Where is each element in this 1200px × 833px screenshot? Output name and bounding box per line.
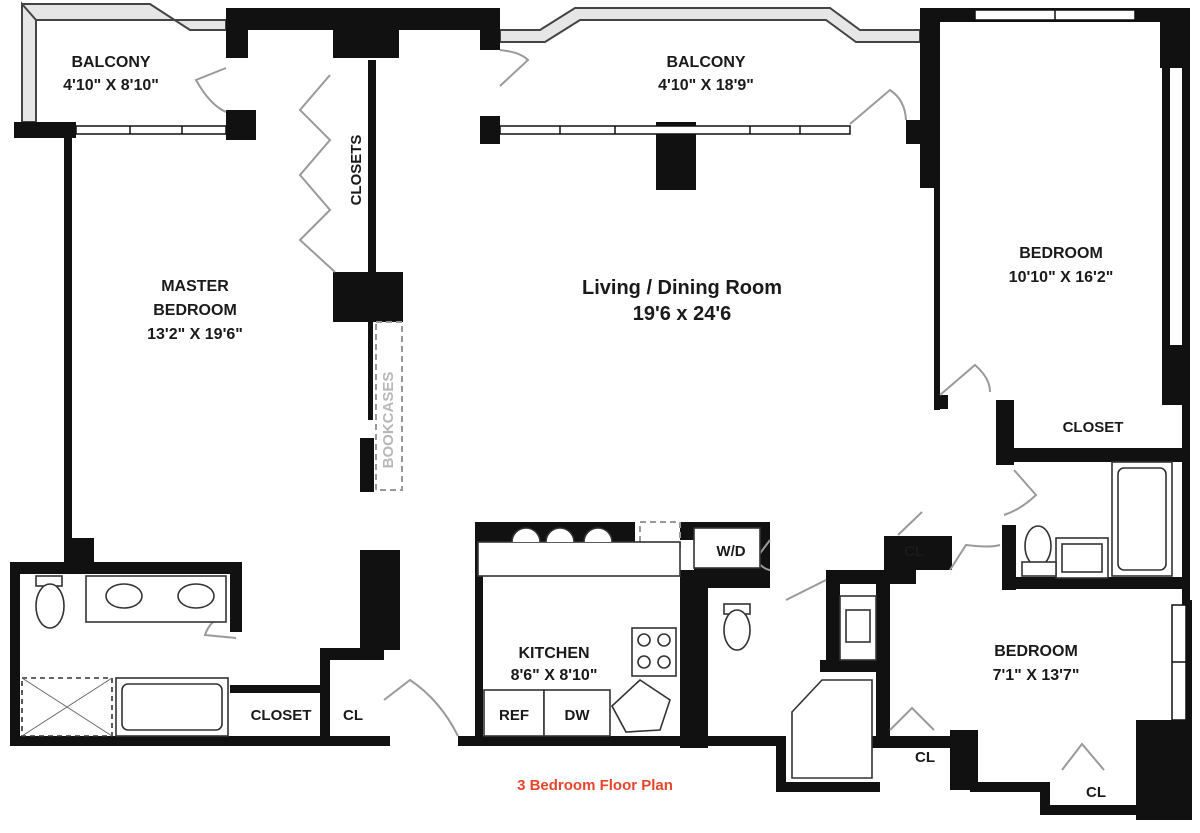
washer-dryer-label: W/D [716, 543, 745, 560]
sink-icon [105, 583, 143, 609]
shower-icon [791, 679, 873, 779]
master-bedroom-line1: MASTER [161, 278, 229, 295]
bedroom-lower-name: BEDROOM [994, 643, 1078, 660]
cl-bed-a-label: CL [915, 749, 935, 766]
bookcases-label: BOOKCASES [380, 372, 397, 469]
closet-master-label: CLOSET [251, 707, 312, 724]
windows [75, 9, 1187, 721]
corner-sink-icon [611, 678, 671, 733]
balcony-right-size: 4'10" X 18'9" [658, 77, 754, 94]
master-bedroom-size: 13'2" X 19'6" [147, 326, 243, 343]
cl-bed-b-label: CL [1086, 784, 1106, 801]
master-bedroom-line2: BEDROOM [153, 302, 237, 319]
hall-bath-fixtures [723, 595, 877, 779]
plan-title: 3 Bedroom Floor Plan [517, 777, 673, 794]
toilet-tank-icon [1021, 561, 1057, 577]
door-swings [194, 49, 1105, 771]
stove-icon [631, 627, 677, 677]
balcony-left-name: BALCONY [71, 54, 150, 71]
closet-right-label: CLOSET [1063, 419, 1124, 436]
fixture-labels: CLOSETS BOOKCASES CLOSET CLOSET CL CL CL… [251, 135, 1124, 801]
bookcase-outline [375, 321, 403, 491]
closets-label: CLOSETS [348, 135, 365, 206]
living-dining-size: 19'6 x 24'6 [633, 303, 732, 325]
master-bath-fixtures [21, 575, 229, 737]
bedroom-bath-fixtures [1021, 461, 1173, 579]
kitchen-fixtures [477, 527, 761, 737]
room-labels: BALCONY 4'10" X 8'10" BALCONY 4'10" X 18… [63, 54, 1113, 684]
refrigerator-label: REF [499, 707, 529, 724]
walls [10, 8, 1192, 820]
kitchen-size: 8'6" X 8'10" [511, 667, 598, 684]
bedroom-right-name: BEDROOM [1019, 245, 1103, 262]
toilet-icon [723, 609, 751, 651]
stool-icon [511, 527, 541, 543]
living-dining-name: Living / Dining Room [582, 277, 782, 299]
dishwasher-label: DW [565, 707, 591, 724]
bedroom-lower-size: 7'1" X 13'7" [993, 667, 1080, 684]
kitchen-name: KITCHEN [518, 645, 589, 662]
balcony-right-name: BALCONY [666, 54, 745, 71]
bedroom-right-size: 10'10" X 16'2" [1009, 269, 1114, 286]
toilet-icon [1024, 525, 1052, 567]
cl-hall-label: CL [904, 543, 924, 560]
cl-master-label: CL [343, 707, 363, 724]
toilet-icon [35, 583, 65, 629]
sink-icon [177, 583, 215, 609]
stool-icon [583, 527, 613, 543]
stool-icon [545, 527, 575, 543]
balcony-left-size: 4'10" X 8'10" [63, 77, 159, 94]
